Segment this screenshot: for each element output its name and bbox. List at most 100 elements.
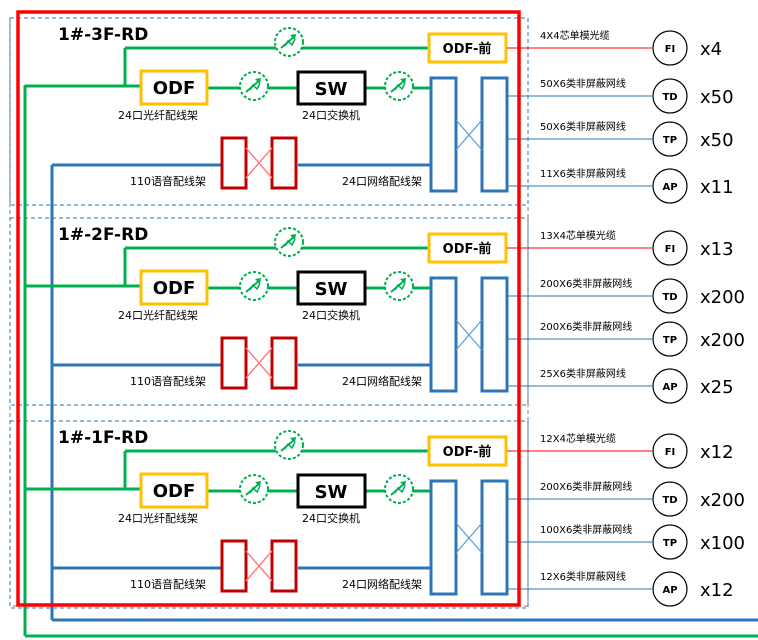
amplifier-zigzag: [284, 238, 296, 247]
net-panel-right: [480, 479, 509, 596]
amplifier-zigzag: [249, 485, 261, 494]
switch-caption: 24口交换机: [302, 108, 360, 122]
net-panel-caption: 24口网络配线架: [342, 577, 422, 591]
net-panel-caption: 24口网络配线架: [342, 174, 422, 188]
cable-spec: 12X6类非屏蔽网线: [540, 570, 626, 583]
cable-spec: 11X6类非屏蔽网线: [540, 167, 626, 180]
device-type: TP: [663, 135, 677, 146]
net-cross-line: [455, 119, 483, 151]
amplifier-arrow-head: [255, 278, 261, 284]
amplifier-zigzag: [284, 441, 296, 450]
switch-box: [296, 270, 367, 306]
odf-label: ODF: [153, 481, 196, 502]
device-node: [652, 321, 688, 357]
device-node: [652, 481, 688, 517]
device-node: [652, 168, 688, 204]
voice-panel-left: [220, 336, 248, 390]
amplifier-zigzag: [249, 82, 261, 91]
odf-front-box: [427, 435, 508, 467]
device-type: TP: [663, 538, 677, 549]
amplifier-arrow-head: [255, 78, 261, 84]
amplifier-zigzag: [249, 282, 261, 291]
cable-spec: 12X4芯单模光缆: [540, 432, 616, 445]
net-panel-right: [480, 276, 509, 393]
odf-front-label: ODF-前: [443, 41, 492, 57]
odf-front-label: ODF-前: [443, 241, 492, 257]
device-type: FI: [665, 447, 676, 458]
floor-title: 1#-1F-RD: [58, 428, 148, 448]
device-node: [652, 524, 688, 560]
cable-spec: 50X6类非屏蔽网线: [540, 77, 626, 90]
amplifier-arrow-head: [400, 278, 406, 284]
floor-frame: [9, 217, 529, 406]
floor-frame: [9, 17, 529, 206]
cable-spec: 200X6类非屏蔽网线: [540, 480, 632, 493]
switch-label: SW: [315, 79, 348, 100]
device-count: x12: [700, 580, 734, 601]
device-type: FI: [665, 44, 676, 55]
amplifier-zigzag: [394, 485, 406, 494]
floor-section-3: 1#-1F-RDODF24口光纤配线架SW24口交换机ODF-前110语音配线架…: [9, 420, 745, 609]
odf-box: [139, 472, 209, 509]
switch-box: [296, 473, 367, 509]
switch-box: [296, 70, 367, 106]
device-type: AP: [662, 585, 677, 596]
amplifier-icon: [274, 27, 304, 57]
device-type: TD: [662, 92, 677, 103]
amplifier-arrow-head: [400, 481, 406, 487]
device-node: [652, 368, 688, 404]
device-count: x4: [700, 39, 722, 60]
cable-spec: 50X6类非屏蔽网线: [540, 120, 626, 133]
voice-panel-left: [220, 539, 248, 593]
device-type: TD: [662, 495, 677, 506]
voice-cross-line: [245, 550, 273, 582]
odf-box: [139, 69, 209, 106]
odf-front-label: ODF-前: [443, 444, 492, 460]
device-count: x25: [700, 377, 734, 398]
device-node: [652, 121, 688, 157]
device-count: x200: [700, 287, 745, 308]
cable-spec: 100X6类非屏蔽网线: [540, 523, 632, 536]
cable-spec: 25X6类非屏蔽网线: [540, 367, 626, 380]
device-count: x13: [700, 239, 734, 260]
switch-label: SW: [315, 279, 348, 300]
device-type: AP: [662, 382, 677, 393]
voice-panel-caption: 110语音配线架: [130, 577, 206, 591]
odf-front-box: [427, 32, 508, 64]
switch-caption: 24口交换机: [302, 511, 360, 525]
amplifier-icon: [239, 271, 269, 301]
amplifier-icon: [384, 271, 414, 301]
voice-cross-line: [245, 147, 273, 179]
odf-caption: 24口光纤配线架: [118, 308, 198, 322]
cable-spec: 4X4芯单模光缆: [540, 29, 610, 42]
device-count: x200: [700, 490, 745, 511]
voice-panel-caption: 110语音配线架: [130, 374, 206, 388]
amplifier-icon: [239, 71, 269, 101]
amplifier-icon: [384, 474, 414, 504]
odf-label: ODF: [153, 78, 196, 99]
net-panel-right: [480, 76, 509, 193]
device-type: FI: [665, 244, 676, 255]
odf-box: [139, 269, 209, 306]
odf-front-box: [427, 232, 508, 264]
floor-title: 1#-3F-RD: [58, 25, 148, 45]
device-count: x50: [700, 87, 734, 108]
amplifier-arrow-head: [290, 34, 296, 40]
floor-title: 1#-2F-RD: [58, 225, 148, 245]
voice-panel-caption: 110语音配线架: [130, 174, 206, 188]
device-type: TD: [662, 292, 677, 303]
net-panel-caption: 24口网络配线架: [342, 374, 422, 388]
voice-panel-left: [220, 136, 248, 190]
floor-section-2: 1#-2F-RDODF24口光纤配线架SW24口交换机ODF-前110语音配线架…: [9, 217, 745, 406]
device-count: x50: [700, 130, 734, 151]
net-panel-left: [429, 276, 458, 393]
amplifier-zigzag: [394, 282, 406, 291]
amplifier-icon: [239, 474, 269, 504]
odf-caption: 24口光纤配线架: [118, 108, 198, 122]
amplifier-arrow-head: [290, 437, 296, 443]
amplifier-arrow-head: [400, 78, 406, 84]
device-node: [652, 78, 688, 114]
amplifier-icon: [384, 71, 414, 101]
amplifier-arrow-head: [290, 234, 296, 240]
device-node: [652, 571, 688, 607]
